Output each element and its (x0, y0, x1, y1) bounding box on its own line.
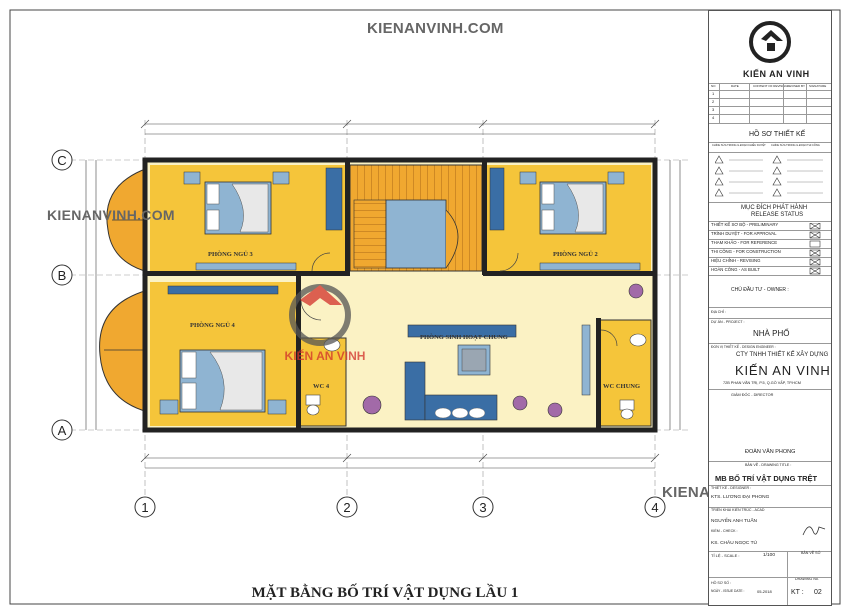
plan-title: MẶT BẰNG BỐ TRÍ VẬT DỤNG LẦU 1 (252, 583, 519, 601)
kt-label: KT : (791, 589, 804, 596)
title-block: KIẾN AN VINH NO DATE CONTENT OF REVISING… (708, 10, 832, 606)
approval-header-1: CHỈNH SỬA TRONG G.ĐOẠN CHIỀU DUYỆT (712, 144, 766, 147)
label-bedroom-3: PHÒNG NGỦ 3 (208, 250, 254, 258)
status-revising: HIỆU CHỈNH - REVISING (711, 258, 761, 263)
bed-bedroom-3 (183, 171, 290, 235)
wc-common-fixtures (619, 333, 647, 420)
director-name: ĐOÀN VĂN PHONG (745, 449, 796, 455)
rev-header-signature: SIGNATURE (809, 84, 827, 88)
svg-text:1: 1 (141, 500, 148, 515)
rev-header-content: CONTENT OF REVISING (753, 84, 788, 88)
scale-label: TỈ LỆ - SCALE : (711, 553, 740, 558)
rev-row-2: 2 (712, 99, 715, 104)
rev-header-date: DATE (731, 84, 739, 88)
project-label: DỰ ÁN - PROJECT : (711, 320, 745, 324)
label-wc-common: WC CHUNG (603, 383, 640, 390)
director-label: GIÁM ĐỐC - DIRECTOR (731, 393, 774, 397)
status-checkboxes (809, 223, 821, 275)
rev-row-4: 4 (712, 115, 715, 120)
project-name: NHÀ PHỐ (753, 329, 790, 338)
rev-row-3: 3 (712, 107, 715, 112)
svg-text:3: 3 (479, 500, 486, 515)
company-name: KIẾN AN VINH (735, 363, 831, 378)
date-label: NGÀY - ISSUE DATE : (711, 589, 745, 593)
scale-value: 1/100 (763, 553, 776, 558)
date-value: 05-2018 (757, 589, 772, 594)
company-address: 72B PHAN VĂN TRỊ, P.5, Q.GÒ VẤP, TP.HCM (723, 381, 801, 385)
svg-text:2: 2 (343, 500, 350, 515)
grid-bubble-c: C (51, 149, 73, 171)
bed-bedroom-2 (519, 171, 625, 235)
grid-bubble-3: 3 (472, 496, 494, 518)
status-construction: THI CÔNG - FOR CONSTRUCTION (711, 249, 781, 254)
check-name: KS. CHÂU NGỌC TÚ (711, 541, 758, 546)
drawing-no-label: BẢN VẼ SỐ (801, 551, 821, 555)
acad-label: TRIỂN KHAI KIẾN TRÚC - ACAD (711, 508, 765, 512)
svg-text:KIẾN AN VINH: KIẾN AN VINH (285, 348, 366, 363)
dimension-lines (85, 119, 681, 469)
designer-name: KTS. LƯƠNG ĐẠI PHONG (711, 495, 770, 500)
company-logo-text: KIẾN AN VINH (743, 69, 810, 79)
grid-bubble-b: B (51, 264, 73, 286)
bed-bedroom-4 (159, 349, 287, 415)
plants (362, 283, 644, 418)
address-label: ĐỊA CHỈ : (711, 310, 726, 314)
grid-bubble-1: 1 (134, 496, 156, 518)
stair-landing (385, 199, 447, 269)
svg-text:4: 4 (651, 500, 658, 515)
signature-icon (802, 526, 826, 536)
rev-header-revised: REVISED BY (787, 84, 806, 88)
drawing-no-label-en: DRAWING No. (795, 577, 819, 581)
bay-window-bottom-left (99, 289, 149, 413)
status-reference: THAM KHẢO - FOR REFERENCE (711, 240, 778, 245)
watermark-top: KIENANVINH.COM (367, 20, 504, 37)
label-bedroom-4: PHÒNG NGỦ 4 (190, 321, 236, 329)
label-living: PHÒNG SINH HOẠT CHUNG (420, 333, 508, 341)
purpose-heading: MỤC ĐÍCH PHÁT HÀNH (741, 205, 808, 211)
svg-text:C: C (57, 153, 66, 168)
watermark-left: KIENANVINH.COM (47, 207, 175, 223)
drawing-title-label: BẢN VẼ - DRAWING TITLE : (745, 463, 792, 467)
grid-bubble-a: A (51, 419, 73, 441)
status-as-built: HOÀN CÔNG - AS BUILT (711, 267, 760, 272)
kt-value: 02 (814, 589, 822, 596)
sheet-border (9, 9, 841, 605)
owner-label: CHỦ ĐẦU TƯ - OWNER : (731, 287, 789, 293)
company-full: CTY TNHH THIẾT KẾ XÂY DỰNG (736, 352, 829, 358)
label-bedroom-2: PHÒNG NGỦ 2 (553, 250, 598, 258)
grid-bubble-4: 4 (644, 496, 666, 518)
label-wc-4: WC 4 (313, 383, 330, 390)
center-logo-watermark: KIẾN AN VINH (285, 284, 366, 363)
design-unit-label: ĐƠN VỊ THIẾT KẾ - DESIGN ENGINEER : (711, 345, 776, 349)
file-label: HỒ SƠ SỐ : (711, 581, 732, 585)
rev-row-1: 1 (712, 91, 715, 96)
approval-header-2: CHỈNH SỬA TRONG G.ĐOẠN THI CÔNG (771, 144, 820, 147)
status-approval: TRÌNH DUYỆT - FOR APPROVAL (711, 231, 777, 236)
company-logo-icon (749, 21, 791, 63)
approval-triangles (715, 155, 823, 197)
release-status-heading: RELEASE STATUS (751, 212, 804, 218)
design-file-heading: HỒ SƠ THIẾT KẾ (749, 131, 806, 138)
check-label: KIỂM - CHECK : (711, 529, 738, 533)
acad-name: NGUYỄN ANH TUẤN (711, 519, 758, 524)
svg-text:B: B (58, 268, 67, 283)
grid-bubble-2: 2 (336, 496, 358, 518)
svg-text:A: A (58, 423, 67, 438)
drawing-title: MB BỐ TRÍ VẬT DỤNG TRỆT (715, 474, 818, 483)
rev-header-no: NO (711, 84, 716, 88)
status-preliminary: THIẾT KẾ SƠ BỘ - PRELIMINARY (711, 222, 779, 227)
living-furniture (404, 324, 591, 421)
designer-label: THIẾT KẾ - DESIGNER : (711, 486, 752, 490)
